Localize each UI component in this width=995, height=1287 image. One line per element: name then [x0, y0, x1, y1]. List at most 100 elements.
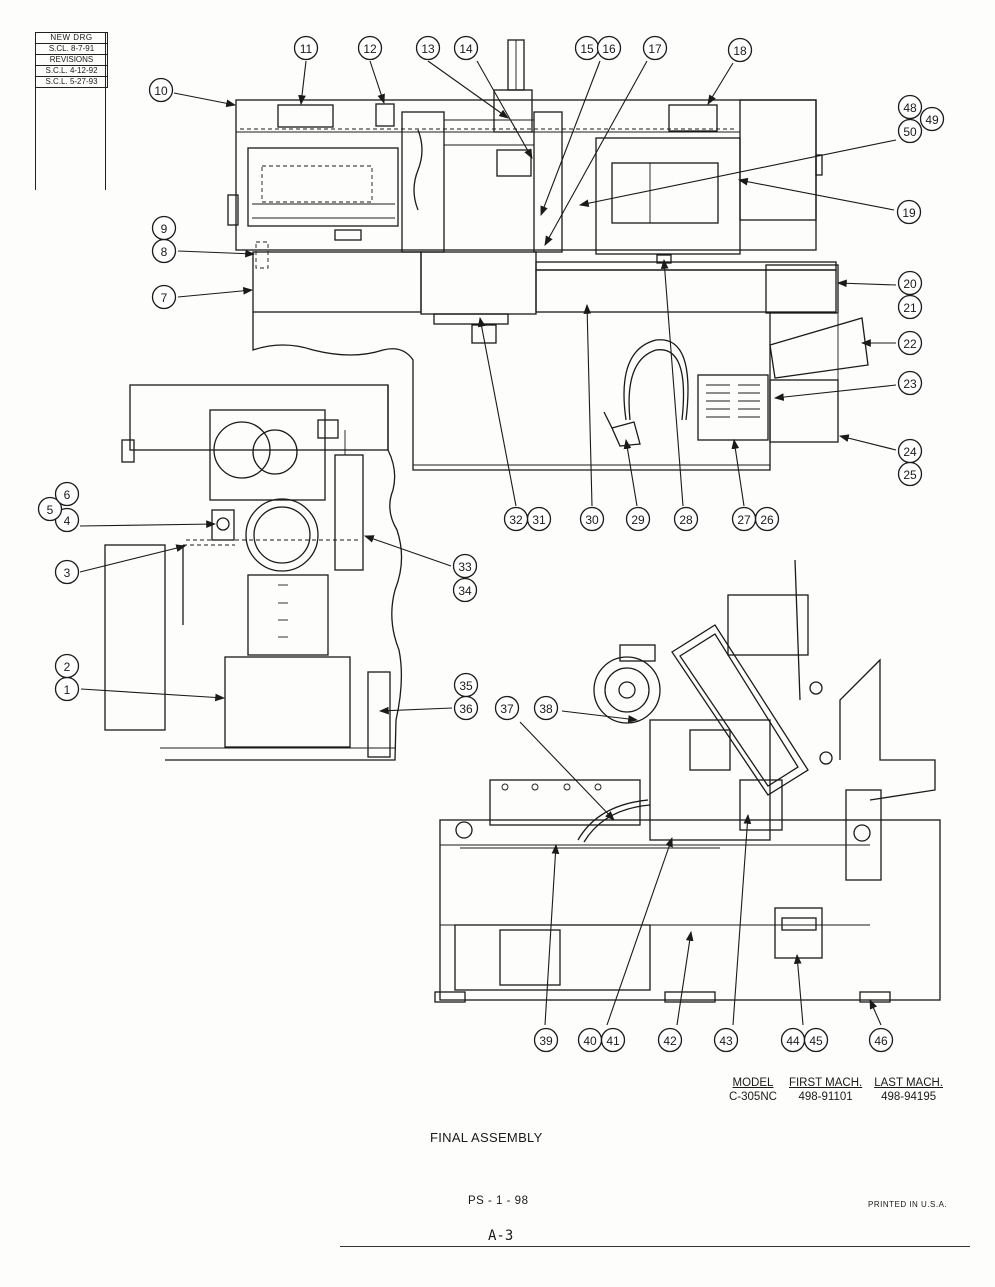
- callout-balloon: 48: [897, 94, 923, 120]
- callout-number: 27: [737, 513, 751, 527]
- callout-balloon: 36: [453, 695, 479, 721]
- callout-number: 2: [64, 660, 71, 674]
- callout-circle: [452, 577, 478, 603]
- callout-balloon: 29: [625, 506, 651, 532]
- callout-number: 14: [459, 42, 473, 56]
- revision-entry: S.C.L. 4-12-92: [36, 66, 107, 77]
- callout-circle: [453, 695, 479, 721]
- callout-circle: [896, 199, 922, 225]
- callout-balloon: 37: [494, 695, 520, 721]
- table-row: C-305NC 498-91101 498-94195: [723, 1090, 949, 1104]
- callout-number: 25: [903, 468, 917, 482]
- revision-title: NEW DRG: [36, 33, 107, 44]
- callout-balloon: 46: [868, 1027, 894, 1053]
- callout-number: 17: [648, 42, 662, 56]
- callout-balloon: 39: [533, 1027, 559, 1053]
- callout-circle: [897, 370, 923, 396]
- callout-circle: [453, 35, 479, 61]
- callout-circle: [533, 1027, 559, 1053]
- callout-balloon: 15: [574, 35, 600, 61]
- callout-balloon: 44: [780, 1027, 806, 1053]
- callout-balloon: 50: [897, 118, 923, 144]
- callout-number: 8: [161, 245, 168, 259]
- callout-circle: [897, 294, 923, 320]
- callout-number: 11: [300, 42, 313, 56]
- callout-balloon: 9: [151, 215, 177, 241]
- callout-circle: [657, 1027, 683, 1053]
- callout-balloon: 31: [526, 506, 552, 532]
- callout-balloon: 4: [54, 507, 80, 533]
- callout-number: 6: [64, 488, 71, 502]
- callout-balloon: 38: [533, 695, 559, 721]
- callout-circle: [415, 35, 441, 61]
- callout-circle: [731, 506, 757, 532]
- callout-number: 20: [903, 277, 917, 291]
- callout-balloon: 2: [54, 653, 80, 679]
- callout-number: 22: [903, 337, 917, 351]
- footer-rule: [340, 1246, 970, 1247]
- callout-number: 21: [903, 301, 917, 315]
- callout-number: 23: [903, 377, 917, 391]
- callout-circle: [897, 330, 923, 356]
- callout-balloon: 14: [453, 35, 479, 61]
- callout-number: 30: [585, 513, 599, 527]
- callout-circle: [54, 559, 80, 585]
- callout-balloon: 24: [897, 438, 923, 464]
- callout-balloon: 11: [293, 35, 319, 61]
- callout-circle: [897, 270, 923, 296]
- callout-circle: [803, 1027, 829, 1053]
- callout-number: 41: [606, 1034, 620, 1048]
- callout-number: 28: [679, 513, 693, 527]
- callout-balloon: 5: [37, 496, 63, 522]
- callout-number: 42: [663, 1034, 677, 1048]
- callout-number: 46: [874, 1034, 888, 1048]
- callout-circle: [868, 1027, 894, 1053]
- callout-number: 1: [64, 683, 71, 697]
- callout-number: 43: [719, 1034, 733, 1048]
- callout-circle: [600, 1027, 626, 1053]
- rear-isometric-view: [434, 559, 941, 1003]
- callout-number: 7: [161, 291, 168, 305]
- callout-number: 16: [602, 42, 616, 56]
- callout-number: 50: [903, 125, 917, 139]
- callout-balloon: 22: [897, 330, 923, 356]
- callout-circle: [151, 215, 177, 241]
- callout-balloon: 27: [731, 506, 757, 532]
- model-header: MODEL: [732, 1077, 774, 1089]
- leader-lines: [79, 60, 897, 1026]
- callout-number: 44: [786, 1034, 800, 1048]
- callout-circle: [357, 35, 383, 61]
- callout-balloon: 34: [452, 577, 478, 603]
- callout-balloon: 42: [657, 1027, 683, 1053]
- callout-balloon: 25: [897, 461, 923, 487]
- callout-number: 15: [580, 42, 594, 56]
- first-machine-value: 498-91101: [798, 1091, 853, 1103]
- printed-notice: PRINTED IN U.S.A.: [868, 1200, 948, 1209]
- callout-circle: [533, 695, 559, 721]
- callout-balloon: 43: [713, 1027, 739, 1053]
- callout-balloon: 6: [54, 481, 80, 507]
- callout-circle: [727, 37, 753, 63]
- callout-circle: [54, 481, 80, 507]
- callout-circle: [642, 35, 668, 61]
- callout-circle: [919, 106, 945, 132]
- callout-circle: [452, 553, 478, 579]
- callout-number: 12: [363, 42, 377, 56]
- callout-balloon: 49: [919, 106, 945, 132]
- callout-number: 35: [459, 679, 473, 693]
- callout-number: 48: [903, 101, 917, 115]
- callout-circle: [54, 653, 80, 679]
- callout-balloon: 1: [54, 676, 80, 702]
- callout-circle: [897, 461, 923, 487]
- callout-circle: [625, 506, 651, 532]
- callout-balloon: 45: [803, 1027, 829, 1053]
- side-elevation-view: [104, 384, 403, 761]
- callout-number: 9: [161, 222, 168, 236]
- callout-circle: [503, 506, 529, 532]
- callout-balloon: 32: [503, 506, 529, 532]
- callout-balloon: 12: [357, 35, 383, 61]
- callout-number: 5: [47, 503, 54, 517]
- page-id: A-3: [488, 1228, 514, 1244]
